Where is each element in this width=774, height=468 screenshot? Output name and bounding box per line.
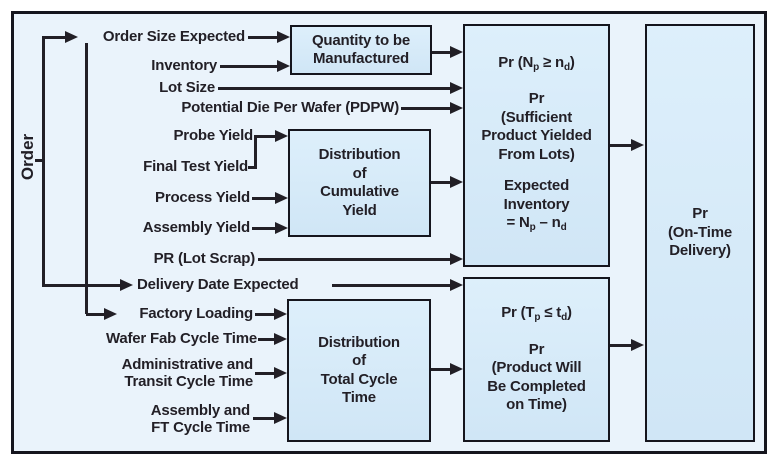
connector bbox=[255, 134, 275, 138]
input-label-assembly-yield: Assembly Yield bbox=[142, 219, 250, 236]
box-text-line: Quantity to be bbox=[311, 31, 411, 49]
arrowhead bbox=[277, 31, 290, 43]
box-text-line: Expected bbox=[503, 177, 570, 194]
connector bbox=[43, 35, 66, 39]
arrowhead bbox=[120, 279, 133, 291]
box-text-line: of bbox=[352, 164, 367, 182]
connector bbox=[401, 106, 450, 110]
connector bbox=[255, 312, 274, 316]
box-text-line: Distribution bbox=[318, 146, 401, 163]
input-label-pr-lot-scrap: PR (Lot Scrap) bbox=[153, 250, 256, 267]
arrowhead bbox=[65, 31, 78, 43]
arrowhead bbox=[450, 279, 463, 291]
box-text-line: on Time) bbox=[506, 396, 567, 414]
box-text-line: (Product Will bbox=[491, 359, 582, 377]
input-label-wafer-fab-cycle-time: Wafer Fab Cycle Time bbox=[105, 330, 257, 347]
distribution-of-cumulative-yield-box: Distribution of Cumulative Yield bbox=[288, 129, 431, 237]
box-text-line: of bbox=[352, 352, 366, 369]
connector bbox=[43, 283, 120, 287]
box-text-line: Be Completed bbox=[487, 377, 586, 395]
box-text-line: (Sufficient bbox=[500, 108, 573, 126]
pr-inventory-formula: = Np – nd bbox=[506, 214, 567, 233]
distribution-of-total-cycle-time-box: Distribution of Total Cycle Time bbox=[287, 299, 431, 442]
box-text-line: Inventory bbox=[503, 195, 570, 213]
connector bbox=[255, 371, 274, 375]
arrowhead bbox=[274, 308, 287, 320]
connector bbox=[332, 283, 450, 287]
arrowhead bbox=[450, 46, 463, 58]
pr-on-time-delivery-box: Pr (On-Time Delivery) bbox=[645, 24, 755, 442]
arrowhead bbox=[450, 82, 463, 94]
connector bbox=[252, 196, 275, 200]
arrowhead bbox=[277, 60, 290, 72]
input-label-order-size-expected: Order Size Expected bbox=[102, 28, 245, 45]
arrowhead bbox=[274, 333, 287, 345]
box-text-line: Yield bbox=[342, 201, 377, 219]
box-text-line: Product Yielded bbox=[481, 127, 592, 144]
box-text-line: Distribution bbox=[318, 333, 400, 351]
pr-completed-on-time-box: Pr (Tp ≤ td) Pr (Product Will Be Complet… bbox=[463, 277, 610, 442]
connector bbox=[610, 143, 631, 147]
quantity-to-be-manufactured-box: Quantity to be Manufactured bbox=[290, 25, 432, 75]
box-text-line: Time bbox=[342, 389, 376, 406]
connector bbox=[86, 312, 104, 316]
connector-order-size-to-factory-line bbox=[84, 43, 88, 314]
connector bbox=[248, 165, 257, 169]
arrowhead bbox=[450, 253, 463, 265]
box-text-line: Pr bbox=[528, 340, 545, 358]
input-label-inventory: Inventory bbox=[151, 57, 217, 74]
arrowhead bbox=[450, 363, 463, 375]
input-label-admin-transit-cycle-time: Administrative and Transit Cycle Time bbox=[121, 356, 254, 390]
connector bbox=[431, 367, 450, 371]
box-text-line: Manufactured bbox=[313, 50, 409, 67]
connector-order-branch-line bbox=[41, 35, 45, 287]
box-text-line: Pr bbox=[528, 90, 545, 107]
connector bbox=[253, 416, 274, 420]
arrowhead bbox=[631, 139, 644, 151]
input-label-delivery-date-expected: Delivery Date Expected bbox=[137, 276, 299, 293]
arrowhead bbox=[275, 130, 288, 142]
input-label-final-test-yield: Final Test Yield bbox=[143, 158, 248, 175]
arrowhead bbox=[104, 308, 117, 320]
arrowhead bbox=[450, 102, 463, 114]
input-label-factory-loading: Factory Loading bbox=[139, 305, 253, 322]
connector-order-tick bbox=[35, 158, 43, 162]
connector bbox=[248, 35, 277, 39]
connector-yield-bracket bbox=[254, 134, 257, 169]
box-text-line: Total Cycle bbox=[320, 370, 398, 388]
input-label-assembly-ft-cycle-time: Assembly and FT Cycle Time bbox=[150, 402, 251, 436]
connector bbox=[258, 337, 274, 341]
input-label-lot-size: Lot Size bbox=[159, 79, 215, 96]
connector bbox=[432, 50, 450, 54]
pr-yield-formula: Pr (Np ≥ nd) bbox=[498, 53, 575, 73]
connector bbox=[258, 257, 450, 261]
box-text-line: From Lots) bbox=[498, 145, 575, 163]
pr-sufficient-product-box: Pr (Np ≥ nd) Pr (Sufficient Product Yiel… bbox=[463, 24, 610, 267]
arrowhead bbox=[631, 339, 644, 351]
arrowhead bbox=[275, 192, 288, 204]
input-label-pdpw: Potential Die Per Wafer (PDPW) bbox=[181, 99, 399, 116]
arrowhead bbox=[450, 176, 463, 188]
pr-time-formula: Pr (Tp ≤ td) bbox=[501, 304, 572, 324]
connector bbox=[218, 86, 450, 90]
input-label-process-yield: Process Yield bbox=[155, 189, 250, 206]
box-text-line: Delivery) bbox=[669, 242, 731, 260]
connector bbox=[431, 180, 450, 184]
arrowhead bbox=[275, 222, 288, 234]
box-text-line: Pr bbox=[692, 205, 708, 223]
connector bbox=[610, 343, 631, 347]
arrowhead bbox=[274, 367, 287, 379]
box-text-line: Cumulative bbox=[320, 183, 399, 200]
arrowhead bbox=[274, 412, 287, 424]
box-text-line: (On-Time bbox=[668, 223, 732, 241]
connector bbox=[220, 64, 277, 68]
connector bbox=[252, 226, 275, 230]
input-label-probe-yield: Probe Yield bbox=[173, 127, 254, 144]
order-label: Order bbox=[18, 133, 37, 181]
